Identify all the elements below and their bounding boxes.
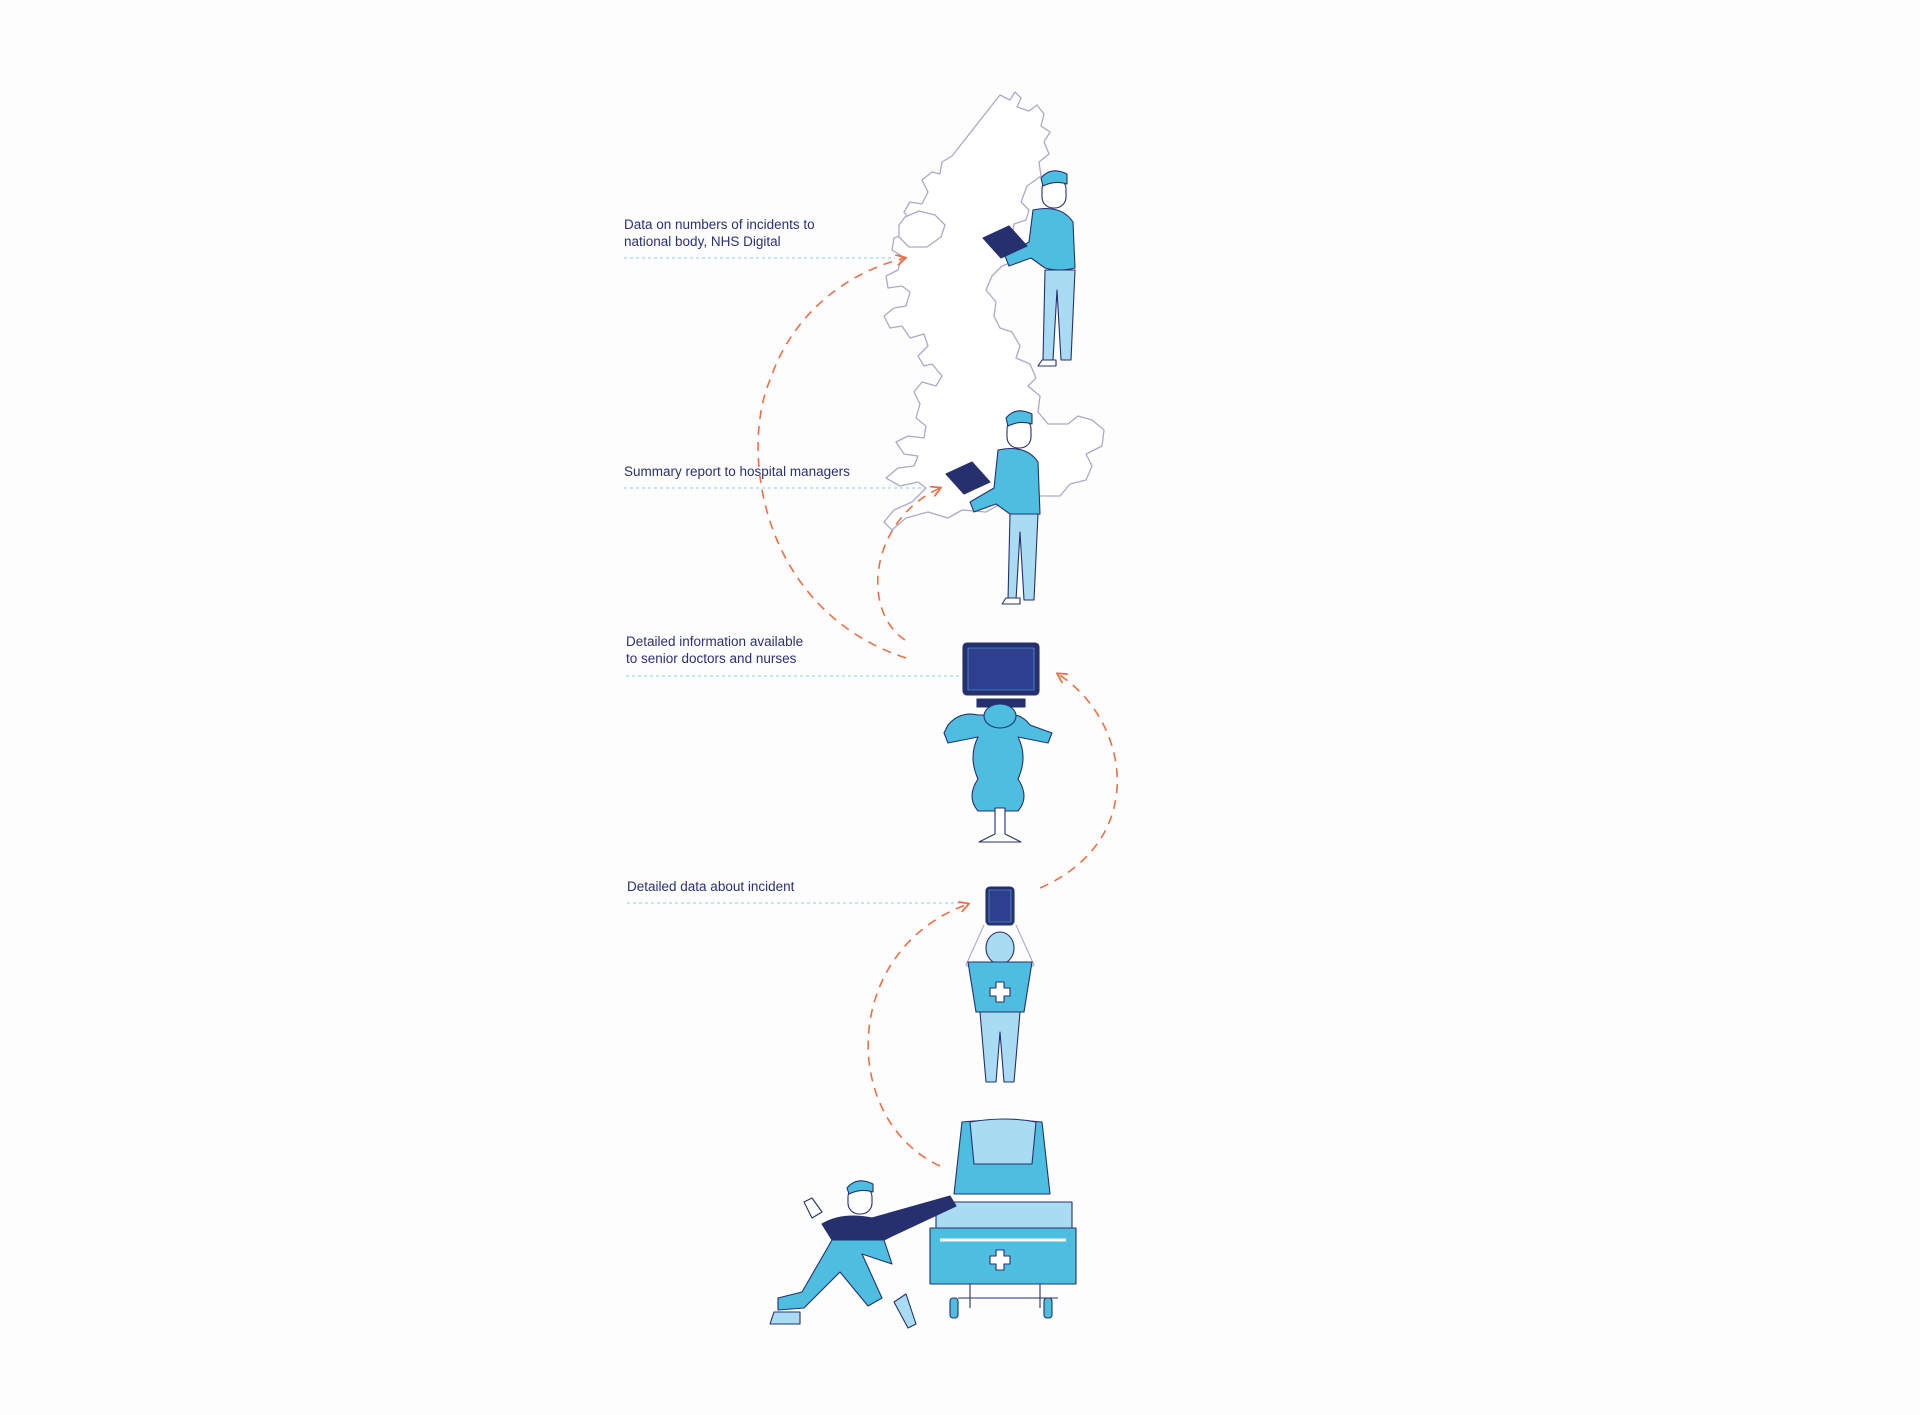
clinician-at-computer-icon (943, 642, 1053, 843)
arrow-bed-to-nurse (867, 904, 968, 1167)
step-label-managers: Summary report to hospital managers (624, 463, 864, 480)
step-label-national: Data on numbers of incidents to national… (624, 216, 864, 250)
label-line: Detailed data about incident (627, 879, 795, 894)
label-line: to senior doctors and nurses (626, 651, 797, 666)
cross-icon (989, 981, 1011, 1003)
arrow-clinician-to-managers (876, 488, 940, 641)
step-label-incident: Detailed data about incident (627, 878, 867, 895)
patient-falling-icon (769, 1180, 957, 1329)
nurse-with-tablet-icon (965, 886, 1035, 1083)
label-line: national body, NHS Digital (624, 234, 781, 249)
flow-arrows (757, 258, 1118, 1167)
manager-with-tablet-icon (945, 410, 1041, 605)
official-with-tablet-icon (982, 170, 1076, 367)
step-label-senior: Detailed information available to senior… (626, 633, 866, 667)
hospital-bed-icon (929, 1118, 1077, 1319)
arrow-nurse-to-clinician (1039, 674, 1118, 889)
uk-map-icon (883, 91, 1105, 531)
label-line: Data on numbers of incidents to (624, 217, 815, 232)
label-line: Summary report to hospital managers (624, 464, 850, 479)
arrow-managers-to-national (757, 258, 906, 659)
label-line: Detailed information available (626, 634, 804, 649)
